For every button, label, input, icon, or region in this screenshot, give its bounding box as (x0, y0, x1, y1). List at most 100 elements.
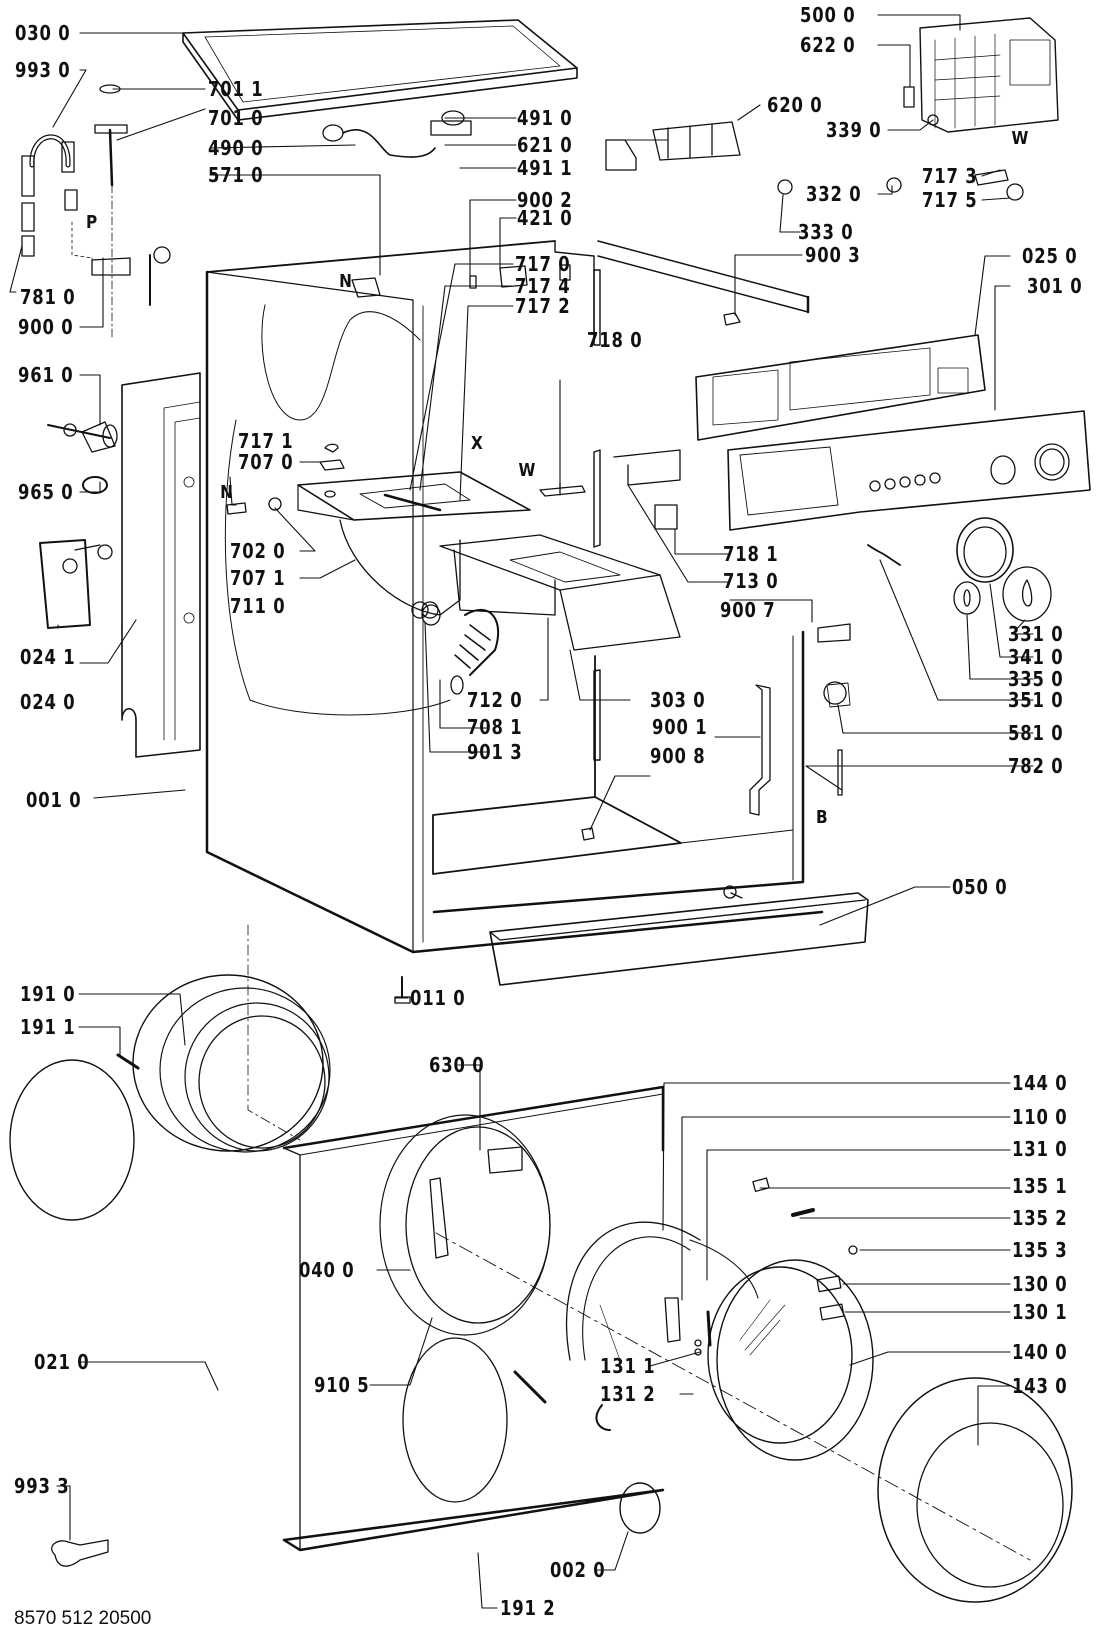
marker-n-2: N (220, 482, 233, 503)
callout-label: 024 0 (20, 690, 76, 714)
callout-label: 191 2 (500, 1596, 556, 1620)
small-door-parts (694, 1177, 858, 1356)
callout-label: 130 1 (1012, 1300, 1068, 1324)
switch-modules (605, 121, 741, 171)
dispenser-housing (297, 471, 531, 619)
callout-label: 135 3 (1012, 1238, 1068, 1262)
callout-label: 718 0 (587, 328, 643, 352)
callout-label: 131 0 (1012, 1137, 1068, 1161)
callout-label: 191 0 (20, 982, 76, 1006)
back-cover-part (39, 539, 113, 629)
cap (619, 1482, 661, 1534)
callout-label: 135 2 (1012, 1206, 1068, 1230)
callout-label: 491 1 (517, 156, 573, 180)
callout-label: 717 3 (922, 164, 978, 188)
callout-label: 702 0 (230, 539, 286, 563)
callout-label: 993 0 (15, 58, 71, 82)
callout-label: 490 0 (208, 136, 264, 160)
callout-label: 717 4 (515, 274, 571, 298)
marker-b: B (816, 807, 828, 828)
callout-label: 900 1 (652, 715, 708, 739)
callout-label: 050 0 (952, 875, 1008, 899)
callout-label: 712 0 (467, 688, 523, 712)
callout-label: 622 0 (800, 33, 856, 57)
knobs (953, 517, 1052, 622)
callout-label: 717 1 (238, 429, 294, 453)
callout-label: 333 0 (798, 220, 854, 244)
callout-label: 900 8 (650, 744, 706, 768)
callout-label: 782 0 (1008, 754, 1064, 778)
callout-label: 718 1 (723, 542, 779, 566)
reference-number: 8570 512 20500 (14, 1608, 152, 1629)
wrench (51, 1539, 109, 1567)
callout-label: 341 0 (1008, 645, 1064, 669)
callout-label: 002 0 (550, 1558, 606, 1582)
callout-label: 701 0 (208, 106, 264, 130)
marker-w-module: W (1011, 128, 1029, 149)
callout-label: 144 0 (1012, 1071, 1068, 1095)
callout-label: 701 1 (208, 77, 264, 101)
control-panel-fascia (727, 410, 1091, 531)
callout-label: 621 0 (517, 133, 573, 157)
callout-label: 993 3 (14, 1474, 70, 1498)
callout-label: 421 0 (517, 206, 573, 230)
back-panel (121, 372, 201, 758)
callout-label: 135 1 (1012, 1174, 1068, 1198)
callout-label: 021 0 (34, 1350, 90, 1374)
callout-label: 711 0 (230, 594, 286, 618)
callout-label: 900 0 (18, 315, 74, 339)
callout-label: 581 0 (1008, 721, 1064, 745)
callout-label: 191 1 (20, 1015, 76, 1039)
callout-label: 040 0 (299, 1258, 355, 1282)
callout-label: 335 0 (1008, 667, 1064, 691)
marker-x: X (471, 433, 483, 454)
callout-label: 131 2 (600, 1382, 656, 1406)
callout-label: 630 0 (429, 1053, 485, 1077)
door-glass (707, 1259, 874, 1461)
marker-w: W (518, 460, 536, 481)
callout-label: 332 0 (806, 182, 862, 206)
gasket (82, 476, 108, 494)
shock-absorber (47, 421, 118, 453)
callout-label: 130 0 (1012, 1272, 1068, 1296)
callout-label: 500 0 (800, 3, 856, 27)
cabinet (205, 240, 824, 954)
callout-label: 131 1 (600, 1354, 656, 1378)
door-seal (9, 924, 331, 1221)
callout-label: 717 0 (515, 252, 571, 276)
callout-label: 351 0 (1008, 688, 1064, 712)
callout-label: 717 5 (922, 188, 978, 212)
callout-label: 900 2 (517, 188, 573, 212)
door-axis-line (435, 1232, 1031, 1561)
callout-label: 900 3 (805, 243, 861, 267)
clips (351, 264, 741, 841)
callout-label: 717 2 (515, 294, 571, 318)
callout-label: 707 1 (230, 566, 286, 590)
callout-label: 140 0 (1012, 1340, 1068, 1364)
top-cover (182, 19, 578, 121)
callout-label: 025 0 (1022, 244, 1078, 268)
callout-label: 011 0 (410, 986, 466, 1010)
callout-label: 001 0 (26, 788, 82, 812)
control-panel-frame (695, 334, 986, 441)
bellows-hose (421, 604, 500, 695)
inlet-hose-assembly (21, 84, 171, 341)
callout-label: 143 0 (1012, 1374, 1068, 1398)
dispenser-drawer (439, 534, 681, 651)
rail-and-pressure-switch (749, 623, 851, 816)
kick-plate (489, 892, 869, 986)
callout-label: 620 0 (767, 93, 823, 117)
callout-label: 708 1 (467, 715, 523, 739)
lamp (867, 544, 901, 566)
callout-label: 910 5 (314, 1373, 370, 1397)
electronic-module (919, 17, 1059, 133)
callout-label: 301 0 (1027, 274, 1083, 298)
callout-label: 781 0 (20, 285, 76, 309)
marker-p: P (85, 212, 98, 233)
callout-label: 331 0 (1008, 622, 1064, 646)
marker-n: N (339, 271, 352, 292)
callout-label: 024 1 (20, 645, 76, 669)
callout-label: 491 0 (517, 106, 573, 130)
callout-label: 030 0 (15, 21, 71, 45)
